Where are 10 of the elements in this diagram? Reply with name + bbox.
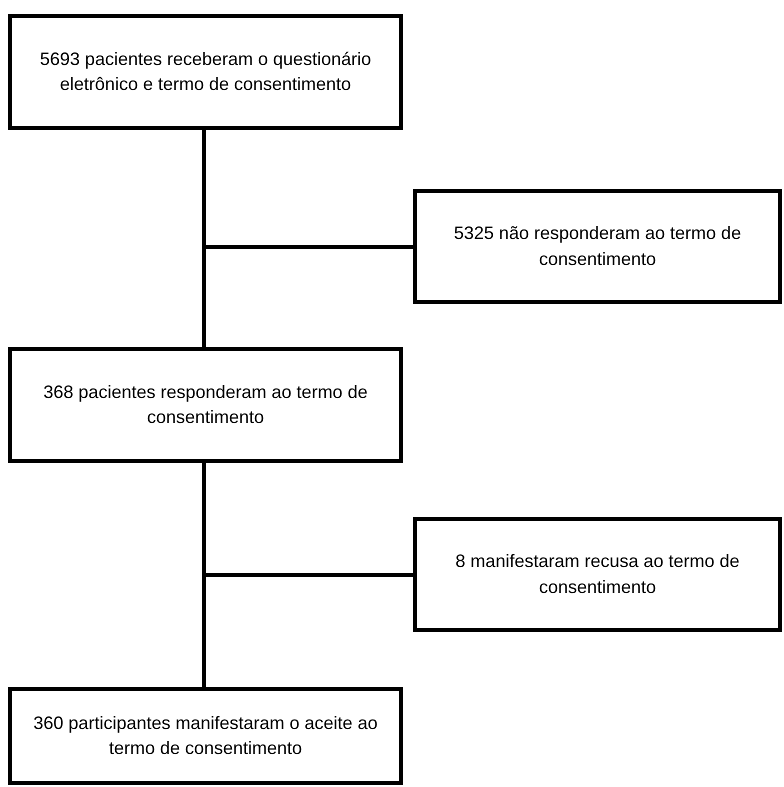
process-box <box>8 14 403 130</box>
box-text: 360 participantes manifestaram o aceite ao termo de consentimento <box>32 712 379 760</box>
box-text: 5693 pacientes receberam o questionário eletrônico e termo de consentimento <box>38 48 372 96</box>
box-text: 8 manifestaram recusa ao termo de consentimento <box>454 550 741 598</box>
box-text: 5325 não responderam ao termo de consentimento <box>452 222 742 270</box>
process-box <box>8 687 403 785</box>
box-text: 368 pacientes responderam ao termo de consentimento <box>42 380 369 429</box>
process-box <box>8 347 403 463</box>
process-box <box>413 517 782 632</box>
process-box <box>413 189 782 304</box>
